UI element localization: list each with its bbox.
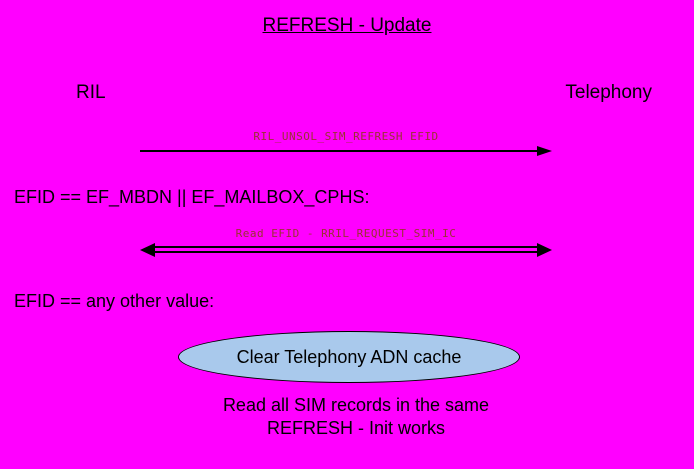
footnote-line-1: Read all SIM records in the same xyxy=(222,395,490,415)
clear-adn-cache-label: Clear Telephony ADN cache xyxy=(236,346,462,367)
double-arrow-icon xyxy=(140,243,552,257)
message-read-efid-label: Read EFID - RRIL_REQUEST_SIM_IC xyxy=(235,227,457,240)
actor-telephony: Telephony xyxy=(565,82,652,103)
footnote-line-2: REFRESH - Init works xyxy=(266,418,446,438)
clear-adn-cache-node: Clear Telephony ADN cache xyxy=(178,331,520,383)
condition-any-other-value: EFID == any other value: xyxy=(14,291,215,311)
message-read-efid: Read EFID - RRIL_REQUEST_SIM_IC xyxy=(140,227,552,258)
actor-ril: RIL xyxy=(76,82,106,103)
message-refresh-efid: RIL_UNSOL_SIM_REFRESH EFID xyxy=(140,130,552,157)
message-refresh-efid-label: RIL_UNSOL_SIM_REFRESH EFID xyxy=(253,130,439,143)
right-arrow-icon xyxy=(140,146,552,156)
footnote: Read all SIM records in the same REFRESH… xyxy=(140,394,572,440)
condition-mbdn-mailbox: EFID == EF_MBDN || EF_MAILBOX_CPHS: xyxy=(14,187,370,207)
diagram-title: REFRESH - Update xyxy=(262,15,432,36)
